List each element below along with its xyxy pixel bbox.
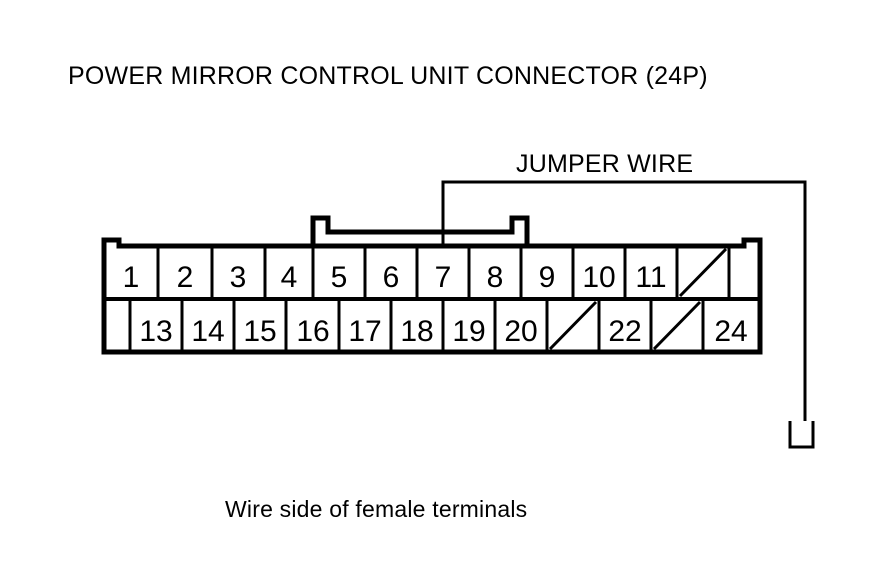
pin-label-18: 18 bbox=[400, 315, 433, 348]
unused-terminal-slash bbox=[678, 247, 728, 298]
page-title: POWER MIRROR CONTROL UNIT CONNECTOR (24P… bbox=[68, 62, 708, 90]
pin-label-20: 20 bbox=[504, 315, 537, 348]
connector-latch-tab bbox=[310, 215, 530, 246]
pin-label-8: 8 bbox=[487, 261, 504, 294]
pin-label-14: 14 bbox=[191, 315, 224, 348]
pin-row-top: 1 2 3 4 5 6 7 8 9 10 11 bbox=[123, 246, 731, 299]
unused-terminal-slash bbox=[652, 300, 702, 351]
pin-label-2: 2 bbox=[177, 261, 194, 294]
pin-label-3: 3 bbox=[230, 261, 247, 294]
pin-label-11: 11 bbox=[635, 261, 666, 294]
pin-label-15: 15 bbox=[243, 315, 276, 348]
pin-label-10: 10 bbox=[582, 261, 615, 294]
pin-label-9: 9 bbox=[539, 261, 556, 294]
connector-housing-outline bbox=[101, 237, 763, 355]
pin-label-13: 13 bbox=[139, 315, 172, 348]
pin-label-1: 1 bbox=[123, 261, 140, 294]
pin-label-16: 16 bbox=[296, 315, 329, 348]
pin-label-19: 19 bbox=[452, 315, 485, 348]
unused-terminal-slash bbox=[548, 300, 598, 351]
pin-label-5: 5 bbox=[331, 261, 348, 294]
pin-label-6: 6 bbox=[383, 261, 400, 294]
pin-row-bottom: 13 14 15 16 17 18 19 20 22 24 bbox=[128, 299, 748, 352]
pin-label-22: 22 bbox=[608, 315, 641, 348]
pin-label-4: 4 bbox=[281, 261, 298, 294]
jumper-wire-path bbox=[441, 180, 807, 421]
jumper-wire-label: JUMPER WIRE bbox=[516, 150, 693, 178]
pin-label-7: 7 bbox=[435, 261, 452, 294]
pin-label-24: 24 bbox=[714, 315, 747, 348]
jumper-wire-free-terminal bbox=[788, 421, 815, 449]
pin-label-17: 17 bbox=[348, 315, 381, 348]
diagram-caption: Wire side of female terminals bbox=[225, 496, 527, 522]
